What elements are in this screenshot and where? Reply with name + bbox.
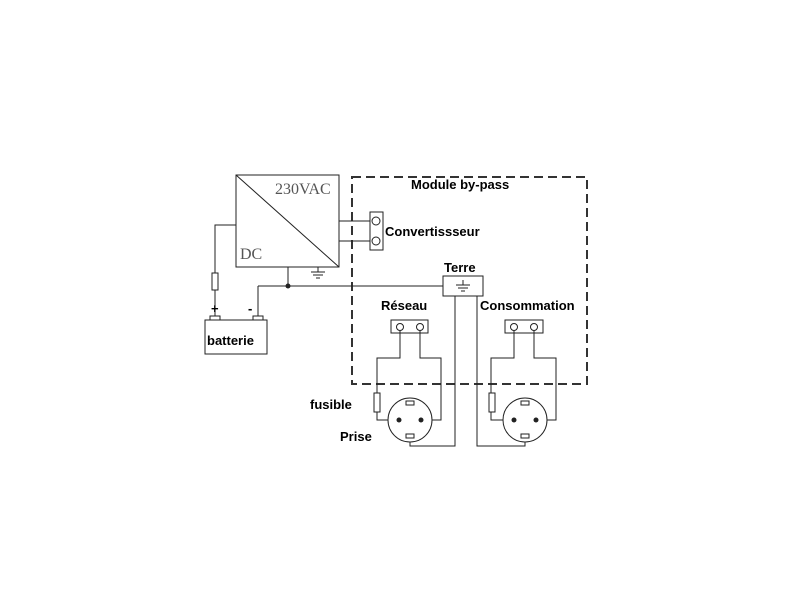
battery-plus-terminal — [209, 315, 221, 321]
battery-label: batterie — [207, 333, 254, 348]
junction-dot — [285, 283, 291, 289]
terminal-icon — [530, 323, 538, 331]
terminal-icon — [416, 323, 424, 331]
fuse-icon — [488, 392, 496, 413]
battery-fuse-icon — [211, 272, 219, 291]
prise-label: Prise — [340, 429, 372, 444]
battery-minus-terminal — [252, 315, 264, 321]
converter: 230VAC DC — [235, 174, 340, 268]
terminal-icon — [510, 323, 518, 331]
battery — [204, 319, 268, 355]
consommation-label: Consommation — [480, 298, 575, 313]
fuse-icon — [373, 392, 381, 413]
module-boundary — [351, 176, 588, 385]
battery-plus-label: + — [211, 301, 219, 316]
terre-label: Terre — [444, 260, 476, 275]
terminal-icon — [396, 323, 404, 331]
socket-consommation — [502, 397, 548, 443]
converter-ac-label: 230VAC — [275, 181, 331, 198]
terre-box — [442, 275, 484, 297]
converter-label: Convertissseur — [385, 224, 480, 239]
fusible-label: fusible — [310, 397, 352, 412]
socket-reseau — [387, 397, 433, 443]
terminal-icon — [371, 236, 381, 246]
converter-dc-label: DC — [240, 246, 262, 263]
battery-minus-label: - — [248, 301, 252, 316]
module-title: Module by-pass — [411, 177, 509, 192]
ground-icon — [456, 280, 470, 292]
reseau-label: Réseau — [381, 298, 427, 313]
ground-icon — [311, 267, 325, 279]
terminal-icon — [371, 216, 381, 226]
